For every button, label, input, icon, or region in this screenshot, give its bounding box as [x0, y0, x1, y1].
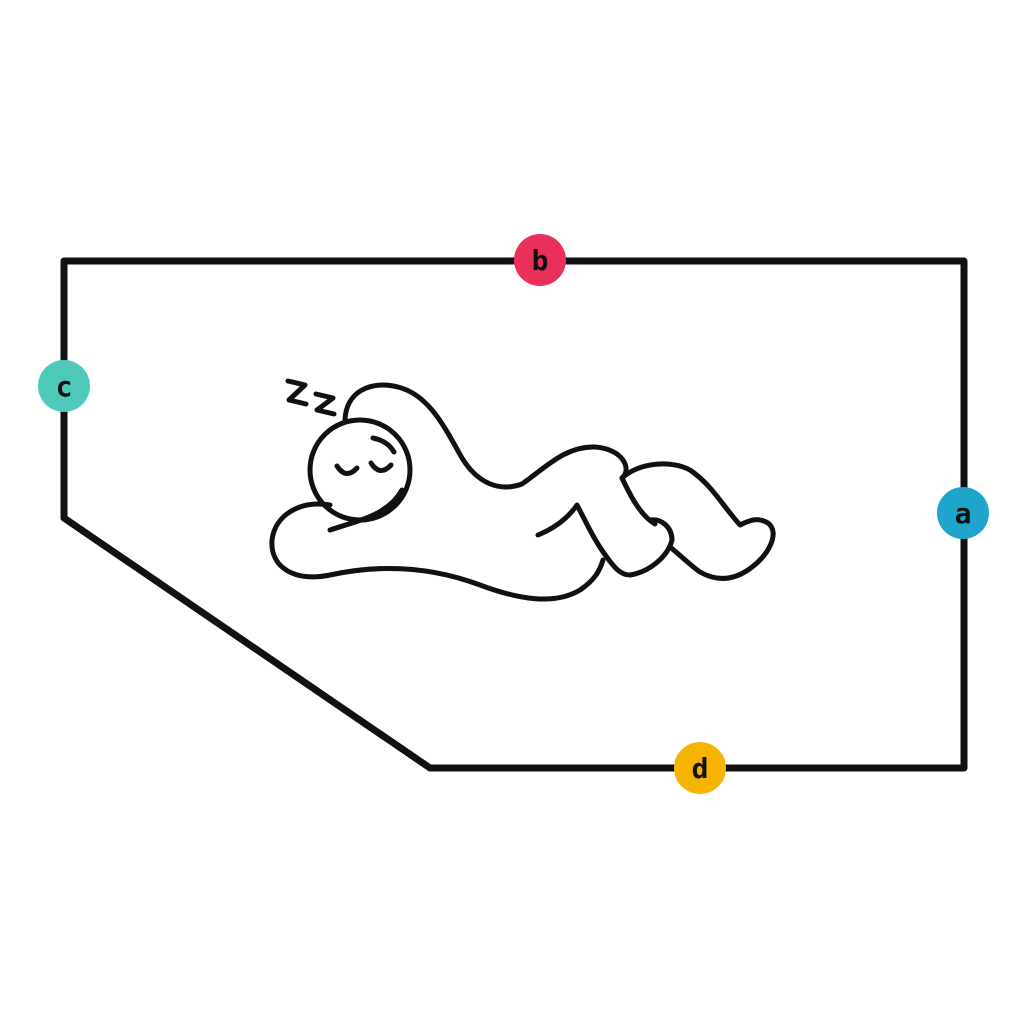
sleeping-person-icon — [269, 382, 776, 602]
marker-c-label: c — [56, 370, 73, 403]
marker-d-circle — [674, 742, 726, 794]
zz-icon — [285, 378, 337, 417]
left-eye — [334, 463, 360, 476]
brow-mark — [370, 435, 397, 455]
room-outline — [60, 257, 968, 772]
marker-d: d — [674, 742, 726, 794]
marker-b-circle — [514, 234, 566, 286]
knee — [619, 475, 658, 527]
lower-leg — [619, 461, 776, 581]
forearm — [327, 487, 405, 533]
marker-a-circle — [937, 487, 989, 539]
raised-arm — [342, 382, 629, 490]
upper-leg — [535, 502, 675, 578]
marker-b: b — [514, 234, 566, 286]
right-eye — [368, 460, 394, 473]
marker-a-label: a — [955, 497, 972, 530]
torso — [269, 501, 606, 602]
marker-d-label: d — [692, 752, 709, 785]
marker-a: a — [937, 487, 989, 539]
marker-c: c — [38, 360, 90, 412]
marker-c-circle — [38, 360, 90, 412]
marker-b-label: b — [532, 244, 549, 277]
